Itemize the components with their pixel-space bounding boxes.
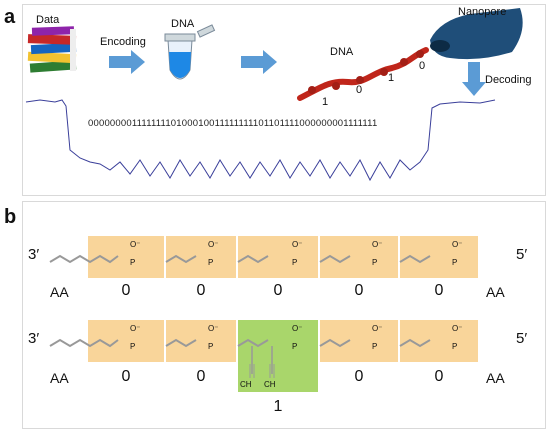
decoding-label: Decoding xyxy=(485,74,532,86)
phosphate-ominus-r1-2: O⁻ xyxy=(208,240,219,249)
row2-bit-4: 0 xyxy=(354,368,364,385)
alkyne-label-right: CH xyxy=(264,380,276,389)
row1-bit-1: 0 xyxy=(121,282,131,299)
encoding-label: Encoding xyxy=(100,36,146,48)
phosphate-ominus-r2-4: O⁻ xyxy=(372,324,383,333)
row1-bit-3: 0 xyxy=(273,282,283,299)
phosphate-ominus-r1-1: O⁻ xyxy=(130,240,141,249)
row1-aa-left: AA xyxy=(50,284,69,300)
dna-tube-icon xyxy=(164,24,216,80)
phosphate-ominus-r1-4: O⁻ xyxy=(372,240,383,249)
row2-3prime-label: 3′ xyxy=(28,330,40,347)
nanopore-label: Nanopore xyxy=(458,6,507,18)
dna-strand-icon xyxy=(297,47,429,101)
row2-bit-2: 0 xyxy=(196,368,206,385)
row1-3prime-label: 3′ xyxy=(28,246,40,263)
phosphate-p-r2-5: P xyxy=(452,342,458,351)
phosphate-p-r2-4: P xyxy=(372,342,378,351)
phosphate-ominus-r2-1: O⁻ xyxy=(130,324,141,333)
strand-bit-3: 1 xyxy=(388,72,395,84)
phosphate-ominus-r1-3: O⁻ xyxy=(292,240,303,249)
phosphate-ominus-r1-5: O⁻ xyxy=(452,240,463,249)
bit-sequence: 0000000011111111010001001111111110110111… xyxy=(88,118,378,129)
panel-b-letter: b xyxy=(4,206,17,228)
alkyne-label-left: CH xyxy=(240,380,252,389)
encoding-arrow-icon xyxy=(109,50,145,74)
phosphate-ominus-r2-3: O⁻ xyxy=(292,324,303,333)
panel-a-letter: a xyxy=(4,6,16,28)
phosphate-p-r2-2: P xyxy=(208,342,214,351)
row1-bit-5: 0 xyxy=(434,282,444,299)
phosphate-p-r1-1: P xyxy=(130,258,136,267)
phosphate-p-r1-5: P xyxy=(452,258,458,267)
phosphate-p-r1-3: P xyxy=(292,258,298,267)
decoding-arrow-icon xyxy=(462,62,486,96)
phosphate-ominus-r2-2: O⁻ xyxy=(208,324,219,333)
row1-5prime-label: 5′ xyxy=(516,246,528,263)
data-label: Data xyxy=(36,14,60,26)
phosphate-ominus-r2-5: O⁻ xyxy=(452,324,463,333)
dna-tube-label: DNA xyxy=(171,18,195,30)
row1-aa-right: AA xyxy=(486,284,505,300)
row2-bit-3: 1 xyxy=(273,398,283,415)
phosphate-p-r2-1: P xyxy=(130,342,136,351)
row2-bit-5: 0 xyxy=(434,368,444,385)
strand-bit-4: 0 xyxy=(419,60,426,72)
row1-bit-4: 0 xyxy=(354,282,364,299)
row2-aa-right: AA xyxy=(486,370,505,386)
sequencing-arrow-icon xyxy=(241,50,277,74)
current-trace xyxy=(25,99,496,182)
phosphate-p-r1-2: P xyxy=(208,258,214,267)
strand-bit-1: 1 xyxy=(322,96,329,108)
books-icon xyxy=(27,26,77,73)
row2-aa-left: AA xyxy=(50,370,69,386)
row2-bit-1: 0 xyxy=(121,368,131,385)
row1-bit-2: 0 xyxy=(196,282,206,299)
nanopore-icon xyxy=(430,8,523,60)
phosphate-p-r1-4: P xyxy=(372,258,378,267)
strand-bit-2: 0 xyxy=(356,84,363,96)
phosphate-p-r2-3: P xyxy=(292,342,298,351)
row2-5prime-label: 5′ xyxy=(516,330,528,347)
dna-strand-label: DNA xyxy=(330,46,354,58)
